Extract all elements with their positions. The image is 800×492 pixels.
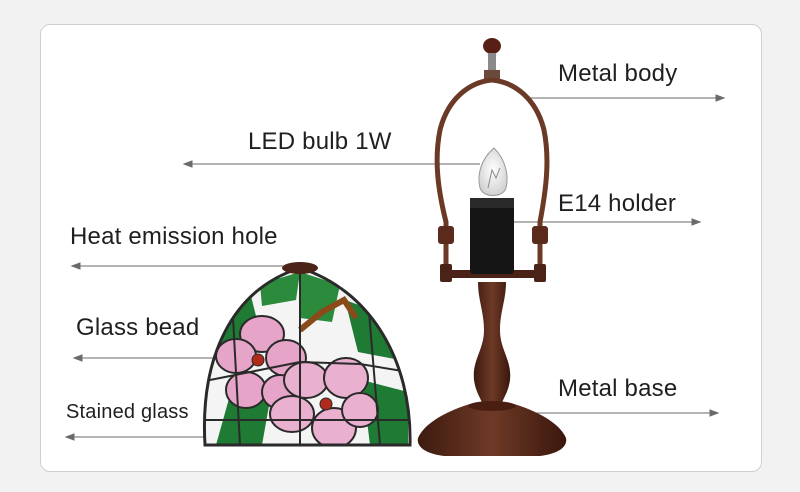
stained-glass-shade (202, 262, 412, 447)
heat-hole-pointer (70, 262, 290, 270)
lamp-stem (473, 282, 511, 410)
stained-glass-pointer (64, 433, 216, 441)
lamp-base (417, 404, 567, 456)
glass-bead (251, 353, 265, 367)
led-bulb-pointer (182, 160, 480, 168)
e14-holder (470, 198, 514, 274)
harp-frame (434, 77, 493, 282)
finial-thread (488, 53, 496, 71)
lamp-body (417, 38, 567, 456)
label-glass-bead: Glass bead (76, 314, 200, 341)
pink-flower-2 (269, 357, 379, 445)
glass-bead-pointer (72, 354, 234, 362)
led-bulb (478, 147, 508, 196)
finial-knob (483, 38, 501, 54)
leader-lines (64, 94, 726, 441)
label-metal-base: Metal base (558, 375, 678, 402)
label-stained-glass: Stained glass (66, 401, 189, 423)
metal-base-pointer (526, 409, 720, 417)
metal-body-pointer (528, 94, 726, 102)
label-led-bulb: LED bulb 1W (248, 128, 392, 155)
e14-holder-pointer (514, 218, 702, 226)
label-metal-body: Metal body (558, 60, 678, 87)
label-heat-emission-hole: Heat emission hole (70, 223, 278, 250)
glass-bead-2 (319, 397, 333, 411)
heat-emission-hole (282, 262, 318, 274)
label-e14-holder: E14 holder (558, 190, 677, 217)
